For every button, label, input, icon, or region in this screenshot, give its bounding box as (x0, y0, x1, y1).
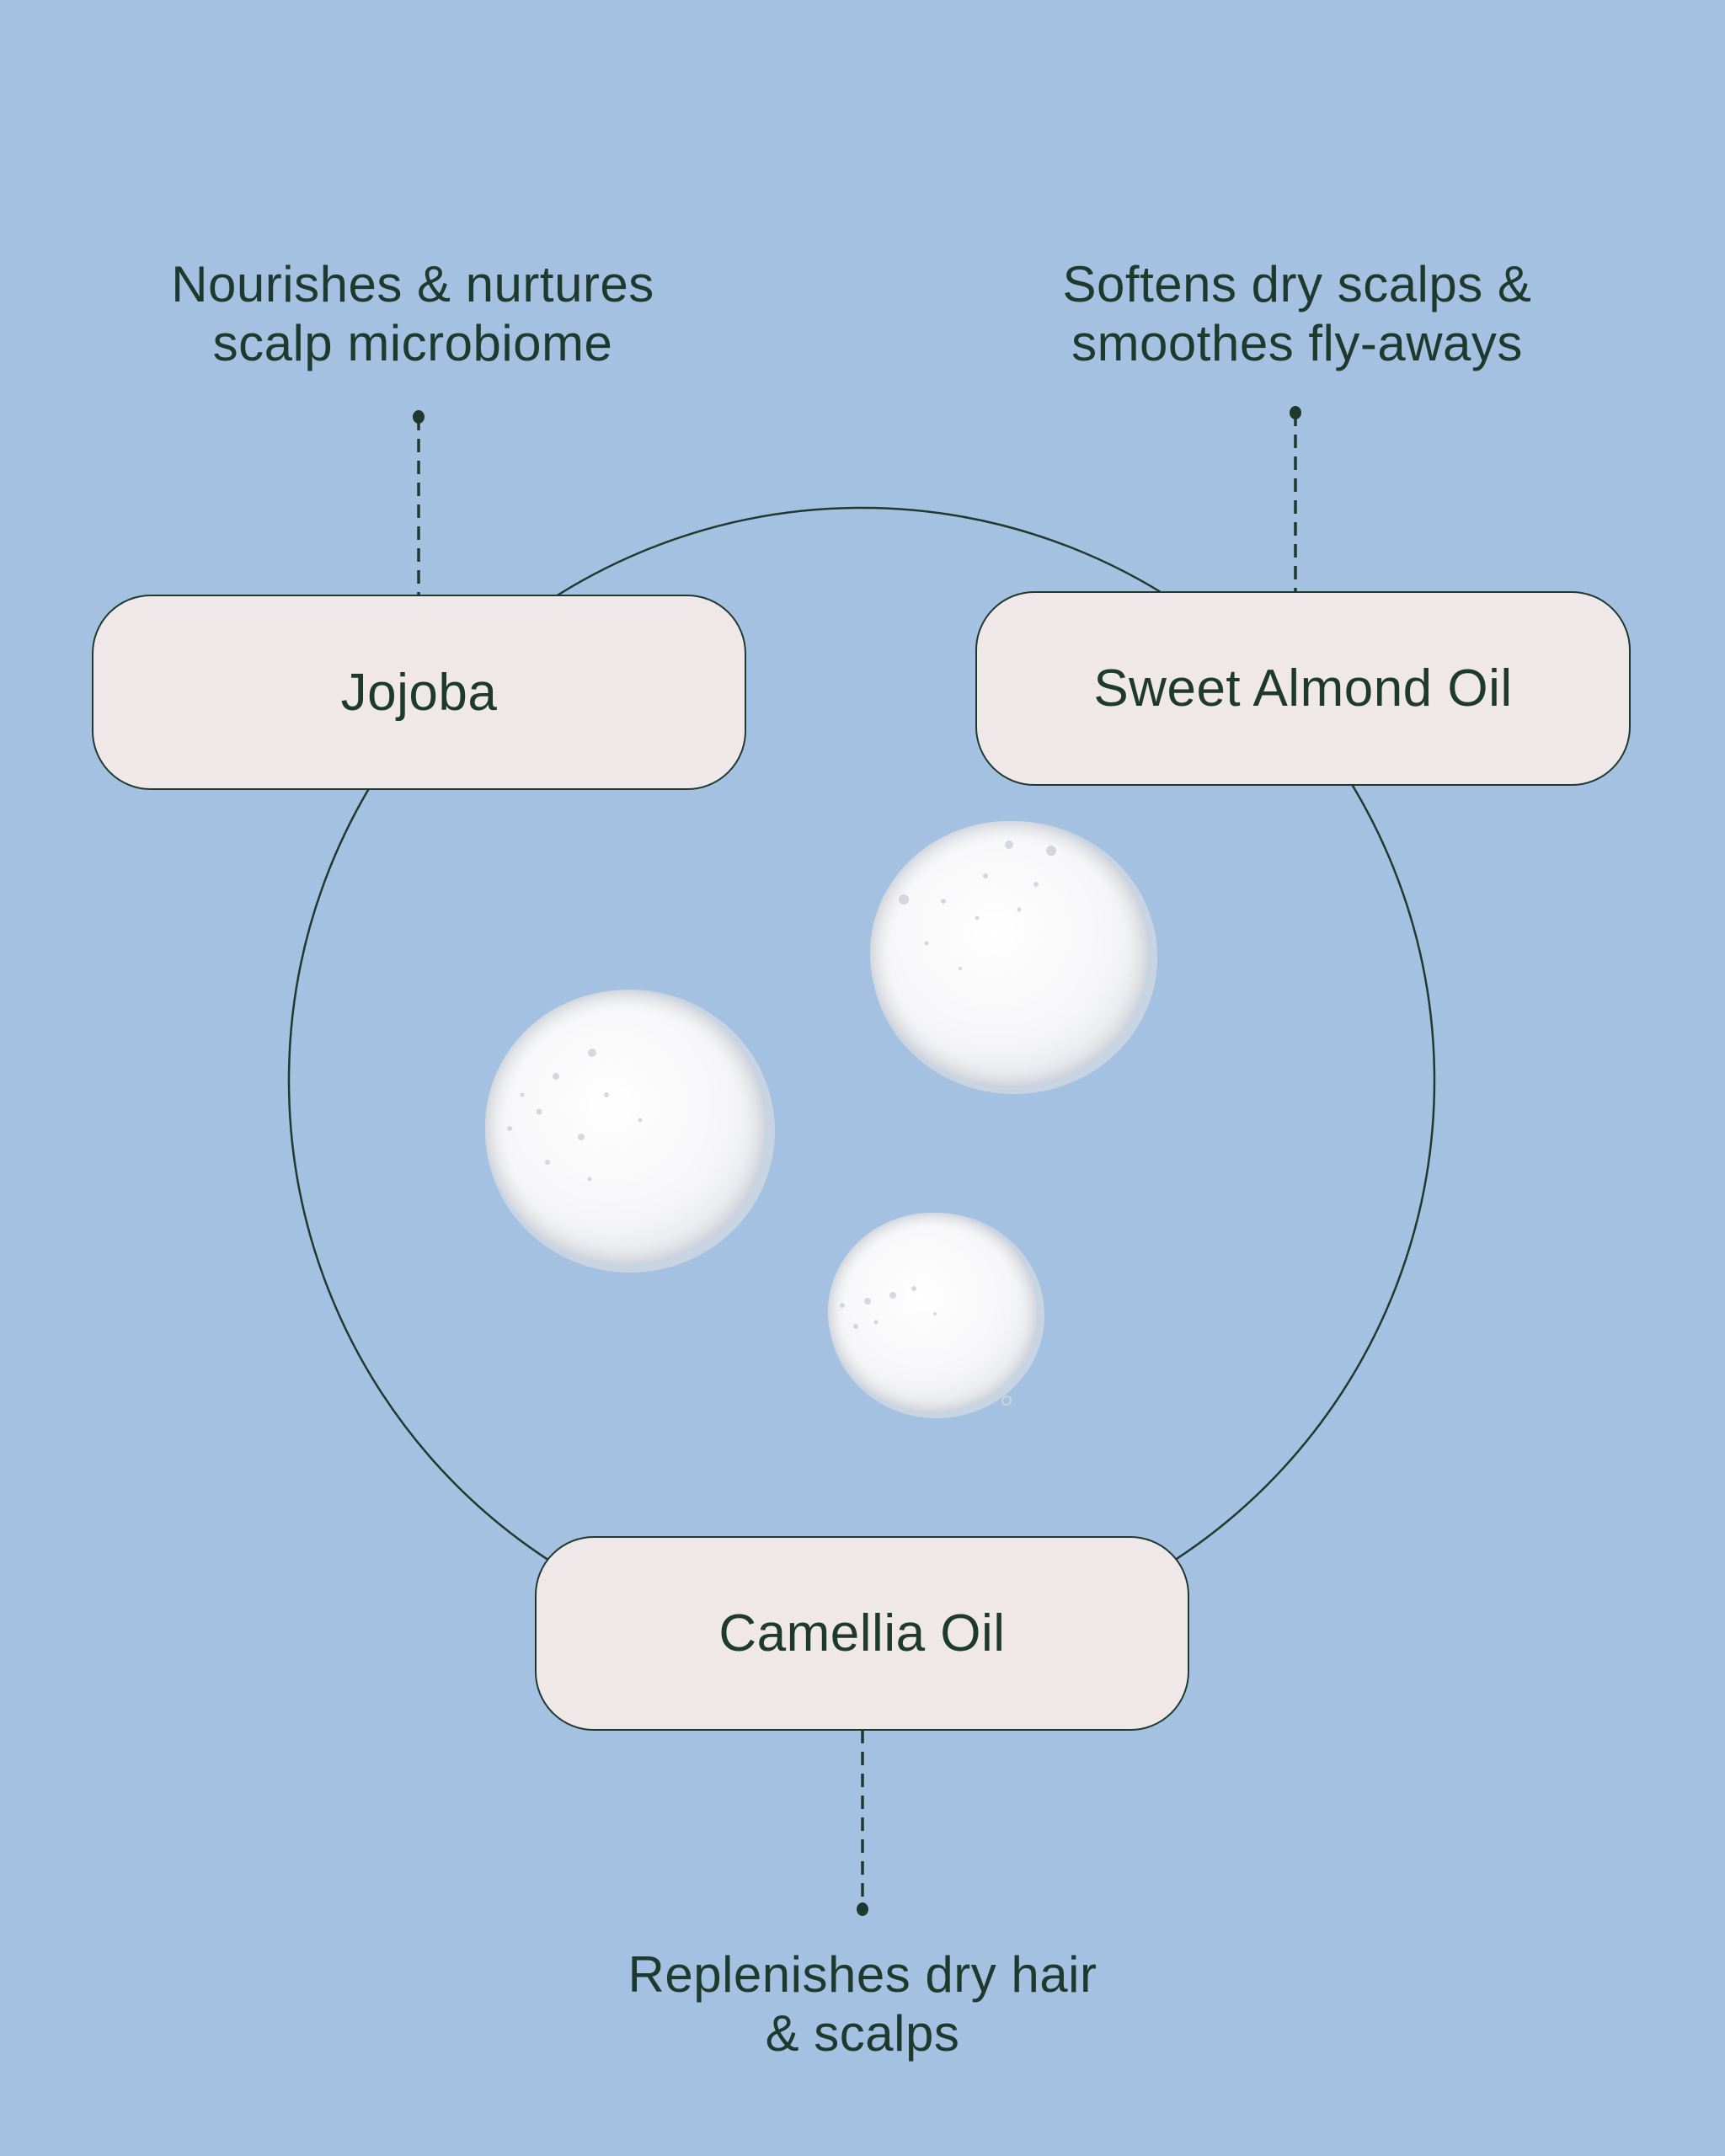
benefit-line: & scalps (765, 2005, 960, 2062)
oil-droplet-medium (870, 821, 1157, 1094)
ingredient-box-jojoba: Jojoba (92, 595, 746, 790)
connector-dot-icon (413, 410, 425, 424)
connector-dot-icon (1290, 406, 1301, 419)
benefit-text-camellia: Replenishes dry hair & scalps (610, 1945, 1115, 2063)
benefit-line: smoothes fly-aways (1071, 315, 1523, 371)
camellia-connector (857, 1730, 868, 1916)
oil-droplet-small (828, 1213, 1044, 1418)
jojoba-connector (413, 410, 425, 595)
sweet-almond-connector (1290, 406, 1301, 591)
benefit-line: Nourishes & nurtures (171, 256, 654, 312)
oil-droplet-large (485, 990, 775, 1273)
benefit-text-sweet-almond: Softens dry scalps & smoothes fly-aways (1036, 255, 1558, 373)
ingredient-box-sweet-almond: Sweet Almond Oil (975, 591, 1631, 786)
benefit-text-jojoba: Nourishes & nurtures scalp microbiome (160, 255, 665, 373)
benefit-line: Softens dry scalps & (1062, 256, 1532, 312)
ingredient-name: Sweet Almond Oil (1093, 659, 1513, 718)
benefit-line: Replenishes dry hair (628, 1946, 1097, 2003)
ingredient-box-camellia: Camellia Oil (535, 1536, 1189, 1731)
ingredient-name: Jojoba (340, 663, 498, 722)
connector-dot-icon (857, 1903, 868, 1916)
benefit-line: scalp microbiome (212, 315, 613, 371)
ingredient-name: Camellia Oil (718, 1604, 1006, 1662)
